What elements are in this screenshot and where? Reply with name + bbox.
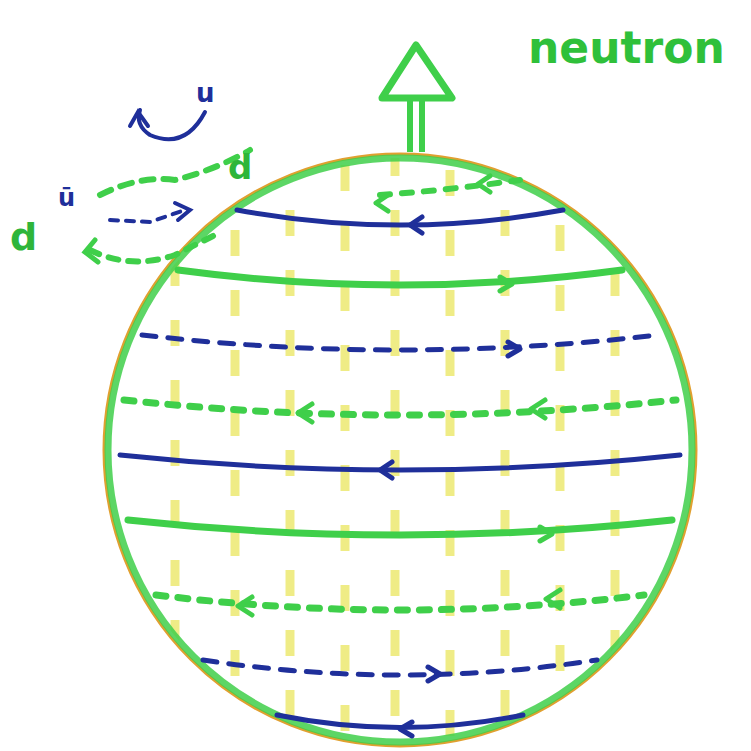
quark-sketch <box>85 110 250 262</box>
quark-label: d <box>10 218 37 256</box>
quark-flow-lines <box>120 180 680 728</box>
direction-arrows <box>238 176 560 736</box>
particle-name: neutron <box>528 26 725 70</box>
quark-label: u <box>196 80 215 106</box>
antiquark-label: ū <box>58 186 75 210</box>
quark-label: d <box>228 150 252 184</box>
spin-arrow <box>382 45 452 152</box>
yellow-dashes <box>175 140 615 751</box>
